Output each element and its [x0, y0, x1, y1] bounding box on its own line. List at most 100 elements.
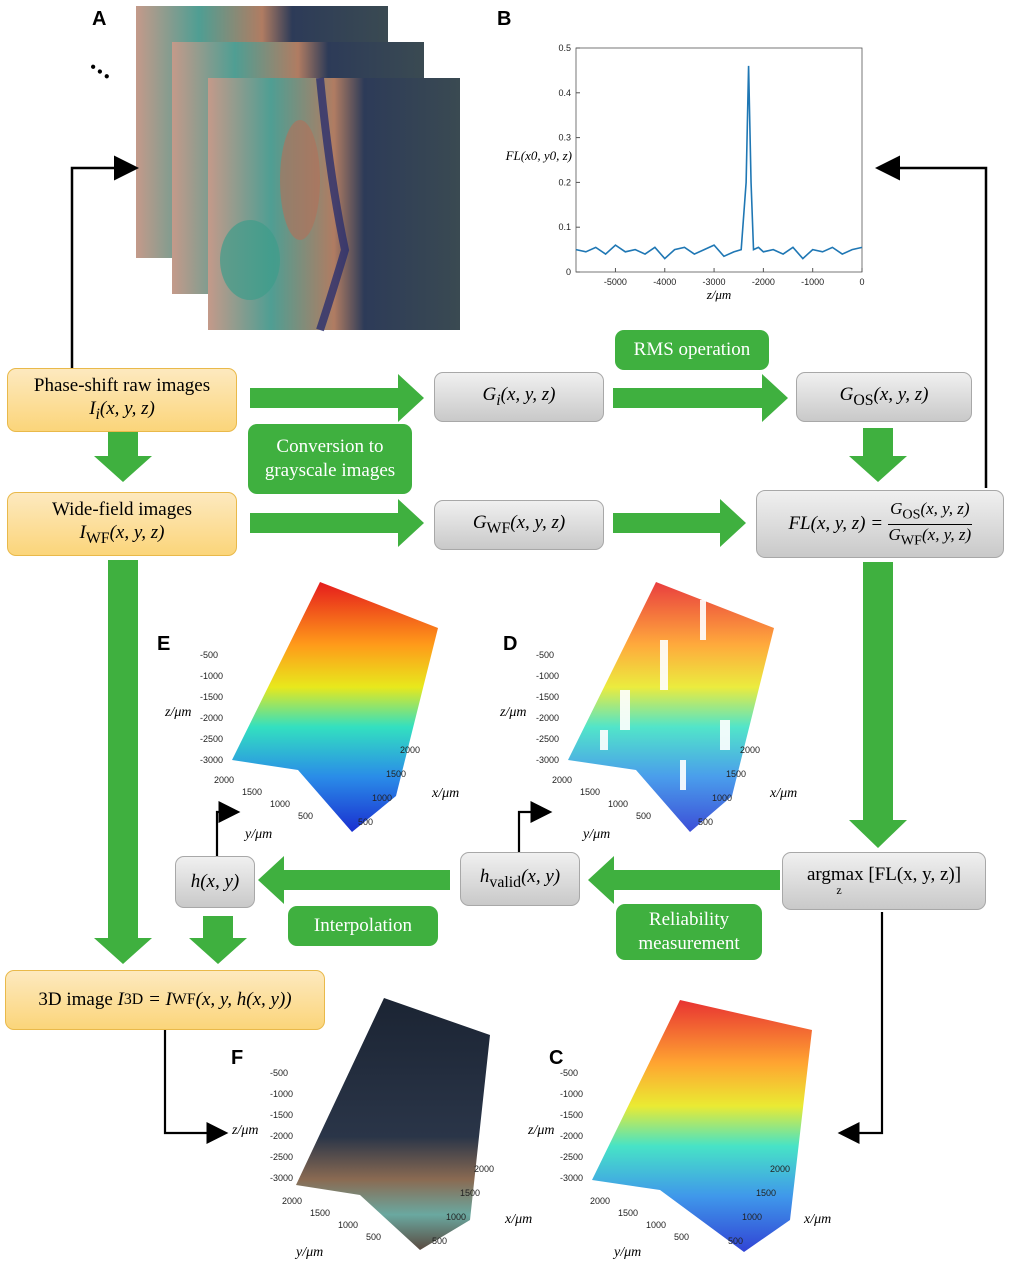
surface-e-z-label: z/μm [165, 705, 192, 720]
y-tick-label: 0.4 [558, 88, 571, 98]
arrow-raw-to-images [70, 155, 139, 368]
surface-f-y-tick: 2000 [282, 1196, 303, 1206]
y-tick-label: 0.5 [558, 43, 571, 53]
surface-e-z-tick: -2000 [200, 713, 224, 723]
surface-f-x-tick: 2000 [474, 1164, 495, 1174]
arrow-wf-to-3d [94, 560, 152, 964]
surface-f-z-tick: -2500 [270, 1152, 294, 1162]
arrow-raw-to-wf [94, 432, 152, 482]
surface-c-z-tick: -2000 [560, 1131, 584, 1141]
surface-d-y-tick: 500 [636, 811, 652, 821]
surface-e-y-tick: 500 [298, 811, 314, 821]
arrow-3d-to-f [163, 1030, 229, 1144]
surface-e-mesh [232, 582, 438, 832]
gos-box: GOS(x, y, z) [796, 372, 972, 422]
x-tick-label: -4000 [653, 277, 676, 287]
surface-f-x-tick: 1500 [460, 1188, 481, 1198]
surface-f-z-label: z/μm [232, 1123, 259, 1138]
wide-field-title: Wide-field images [51, 499, 193, 521]
surface-f-x-tick: 500 [432, 1236, 448, 1246]
panel-label-a: A [92, 8, 107, 30]
surface-c-z-label: z/μm [528, 1123, 555, 1138]
surface-f-z-tick: -500 [270, 1068, 289, 1078]
arrow-gwf-to-fl [613, 499, 746, 547]
x-tick-label: -3000 [703, 277, 726, 287]
surface-d-z-tick: -2000 [536, 713, 560, 723]
surface-f-z-tick: -3000 [270, 1173, 294, 1183]
green-arrows [94, 374, 907, 964]
arrow-wf-to-gwf [250, 499, 424, 547]
surface-e-x-tick: 1500 [386, 769, 407, 779]
x-axis-label: z/μm [706, 287, 732, 302]
surface-c-z-tick: -1500 [560, 1110, 584, 1120]
surface-e-x-tick: 1000 [372, 793, 393, 803]
panel-label-d: D [503, 633, 518, 655]
surface-c-mesh [592, 1000, 812, 1252]
surface-c-x-tick: 1000 [742, 1212, 763, 1222]
rms-operation-note: RMS operation [615, 330, 769, 370]
h-box: h(x, y) [175, 856, 255, 908]
surface-d-x-tick: 1500 [726, 769, 747, 779]
surface-f-x-tick: 1000 [446, 1212, 467, 1222]
surface-d-y-tick: 1000 [608, 799, 629, 809]
fl-formula-box: FL(x, y, z) = GOS(x, y, z) GWF(x, y, z) [756, 490, 1004, 558]
surface-d-x-tick: 2000 [740, 745, 761, 755]
surface-e-z-tick: -2500 [200, 734, 224, 744]
surface-c-y-tick: 500 [674, 1232, 690, 1242]
hvalid-box: hvalid(x, y) [460, 852, 580, 906]
surface-e-z-tick: -1500 [200, 692, 224, 702]
surface-d-z-tick: -1000 [536, 671, 560, 681]
arrow-argmax-to-hvalid [588, 856, 780, 904]
arrow-h-to-3d [189, 916, 247, 964]
surface-e [232, 582, 438, 832]
surface-d-y-label: y/μm [583, 827, 611, 842]
surface-c-y-tick: 2000 [590, 1196, 611, 1206]
chart-frame [575, 47, 863, 273]
surface-c-x-tick: 500 [728, 1236, 744, 1246]
surface-c-z-tick: -500 [560, 1068, 579, 1078]
surface-f-z-tick: -1500 [270, 1110, 294, 1120]
surface-c-z-tick: -2500 [560, 1152, 584, 1162]
interpolation-note: Interpolation [288, 906, 438, 946]
y-tick-label: 0.3 [558, 133, 571, 143]
wide-field-box: Wide-field images IWF(x, y, z) [7, 492, 237, 556]
surface-d-z-tick: -3000 [536, 755, 560, 765]
surface-c-x-tick: 2000 [770, 1164, 791, 1174]
surface-c-y-label: y/μm [614, 1245, 642, 1260]
surface-e-z-tick: -500 [200, 650, 219, 660]
x-tick-label: 0 [859, 277, 864, 287]
arrow-gos-to-fl [849, 428, 907, 482]
y-tick-label: 0 [566, 267, 571, 277]
arrow-fl-to-argmax [849, 562, 907, 848]
wide-field-formula: IWF(x, y, z) [79, 522, 165, 547]
surface-d [568, 582, 774, 832]
gi-box: Gi(x, y, z) [434, 372, 604, 422]
surface-d-x-tick: 500 [698, 817, 714, 827]
arrow-fl-to-plot [875, 155, 988, 488]
surface-f-mesh [296, 998, 490, 1250]
panel-label-e: E [157, 633, 171, 655]
raw-images-title: Phase-shift raw images [33, 375, 211, 397]
surface-d-z-tick: -500 [536, 650, 555, 660]
x-tick-label: -2000 [752, 277, 775, 287]
arrow-raw-to-gi [250, 374, 424, 422]
surface-c-y-tick: 1000 [646, 1220, 667, 1230]
surface-e-y-tick: 1500 [242, 787, 263, 797]
surface-e-z-tick: -1000 [200, 671, 224, 681]
surface-f-y-tick: 1500 [310, 1208, 331, 1218]
panel-label-c: C [549, 1047, 564, 1069]
surface-f [296, 998, 490, 1250]
surface-d-z-label: z/μm [500, 705, 527, 720]
surface-f-y-tick: 500 [366, 1232, 382, 1242]
surface-e-y-tick: 1000 [270, 799, 291, 809]
surface-c-z-tick: -3000 [560, 1173, 584, 1183]
panel-label-f: F [231, 1047, 244, 1069]
arrow-gi-to-gos [613, 374, 788, 422]
surface-d-mesh [568, 582, 774, 832]
raw-images-box: Phase-shift raw images Ii(x, y, z) [7, 368, 237, 432]
